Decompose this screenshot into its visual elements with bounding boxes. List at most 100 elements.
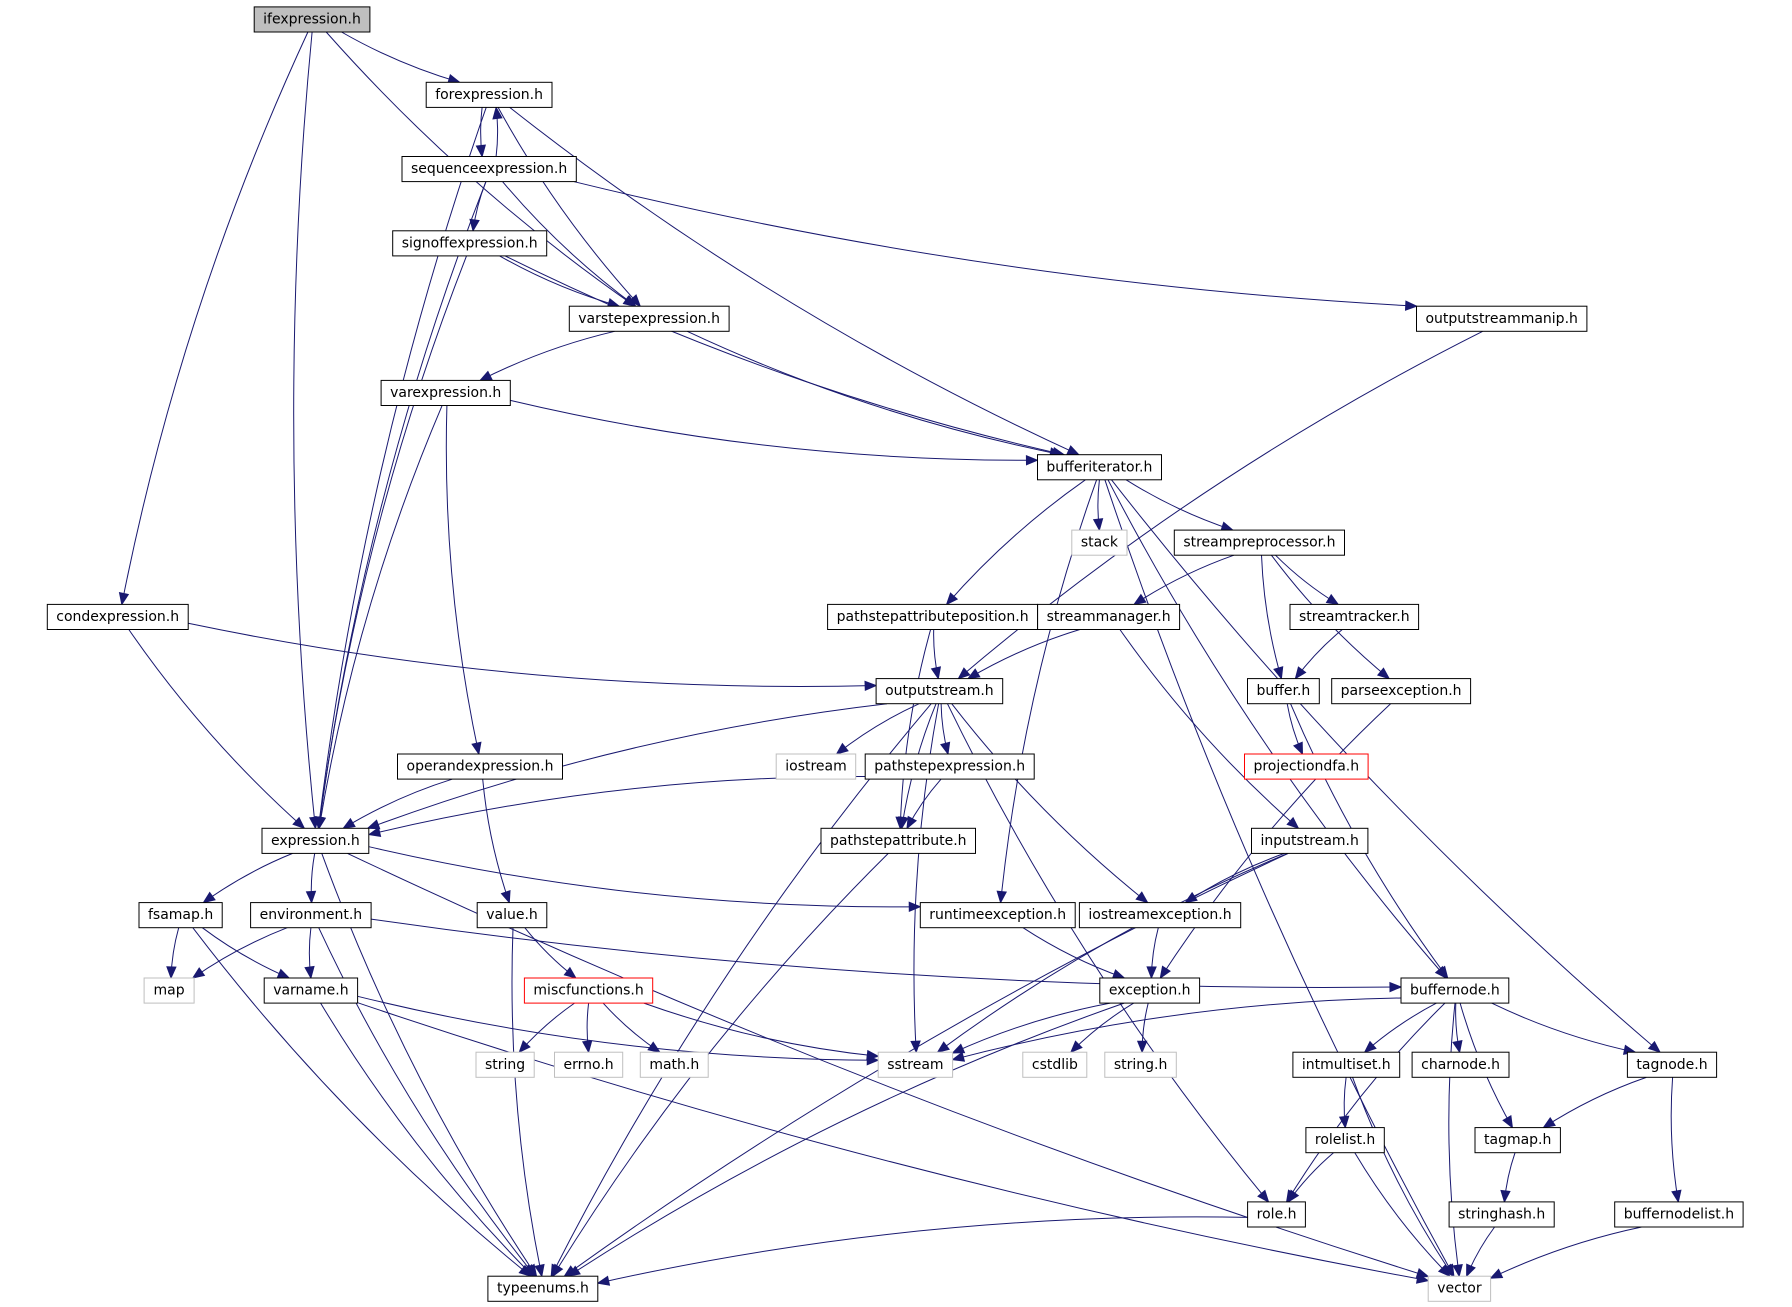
node-bufferiterator[interactable]: bufferiterator.h bbox=[1037, 454, 1162, 481]
node-condexpression[interactable]: condexpression.h bbox=[46, 603, 189, 631]
node-box bbox=[475, 1051, 535, 1078]
node-box bbox=[401, 156, 577, 183]
edge-line bbox=[1490, 1226, 1642, 1279]
node-rolelist[interactable]: rolelist.h bbox=[1305, 1127, 1385, 1154]
node-pathstepattributeposition[interactable]: pathstepattributeposition.h bbox=[827, 603, 1039, 631]
node-stringhash[interactable]: stringhash.h bbox=[1448, 1201, 1555, 1228]
node-outputstream[interactable]: outputstream.h bbox=[875, 678, 1004, 705]
node-pathstepexpression[interactable]: pathstepexpression.h bbox=[864, 753, 1035, 780]
edge-tagmap-to-stringhash bbox=[1500, 1152, 1516, 1204]
edge-arrowhead bbox=[966, 668, 981, 680]
node-iostreamexception[interactable]: iostreamexception.h bbox=[1078, 902, 1242, 929]
edge-arrowhead bbox=[305, 890, 317, 904]
node-buffernodelist[interactable]: buffernodelist.h bbox=[1614, 1201, 1744, 1228]
node-role[interactable]: role.h bbox=[1247, 1201, 1306, 1228]
edge-line bbox=[482, 779, 510, 903]
node-box bbox=[253, 6, 371, 33]
node-parseexception[interactable]: parseexception.h bbox=[1331, 678, 1472, 705]
node-sequenceexpression[interactable]: sequenceexpression.h bbox=[401, 156, 577, 183]
edge-miscfunctions-to-errno bbox=[581, 1003, 593, 1054]
node-label: fsamap.h bbox=[148, 907, 213, 923]
edge-arrowhead bbox=[1069, 1040, 1083, 1054]
node-environment[interactable]: environment.h bbox=[250, 902, 372, 929]
edge-arrowhead bbox=[1146, 966, 1157, 980]
node-signoffexpression[interactable]: signoffexpression.h bbox=[392, 230, 548, 257]
edge-arrowhead bbox=[471, 741, 482, 756]
node-typeenums[interactable]: typeenums.h bbox=[487, 1275, 599, 1302]
node-buffer[interactable]: buffer.h bbox=[1247, 678, 1320, 705]
node-expression[interactable]: expression.h bbox=[261, 827, 370, 854]
node-label: ifexpression.h bbox=[263, 11, 361, 27]
edge-arrowhead bbox=[898, 816, 909, 830]
edge-arrowhead bbox=[908, 901, 922, 913]
edge-line bbox=[341, 31, 460, 83]
edge-expression-to-environment bbox=[305, 853, 317, 904]
node-varstepexpression[interactable]: varstepexpression.h bbox=[568, 305, 730, 332]
node-intmultiset[interactable]: intmultiset.h bbox=[1292, 1051, 1401, 1078]
edge-line bbox=[967, 629, 1081, 680]
edge-line bbox=[497, 107, 641, 307]
node-outputstreammanip[interactable]: outputstreammanip.h bbox=[1416, 305, 1588, 332]
edge-varname-to-typeenums bbox=[320, 1002, 535, 1278]
node-label: forexpression.h bbox=[435, 87, 543, 103]
node-buffernode[interactable]: buffernode.h bbox=[1400, 977, 1510, 1004]
node-box bbox=[864, 753, 1035, 780]
node-box bbox=[568, 305, 730, 332]
edge-arrowhead bbox=[1489, 1268, 1504, 1279]
node-forexpression[interactable]: forexpression.h bbox=[425, 81, 553, 108]
edge-line bbox=[343, 778, 453, 829]
node-runtimeexception[interactable]: runtimeexception.h bbox=[919, 902, 1076, 929]
edge-forexpression-to-sequenceexpression bbox=[475, 107, 486, 158]
edge-arrowhead bbox=[552, 1263, 564, 1278]
node-box bbox=[1626, 1051, 1718, 1078]
node-exception[interactable]: exception.h bbox=[1099, 977, 1201, 1004]
edge-line bbox=[946, 479, 1086, 605]
edge-arrowhead bbox=[469, 218, 480, 233]
node-tagmap[interactable]: tagmap.h bbox=[1474, 1127, 1561, 1154]
edge-streammanager-to-outputstream bbox=[966, 629, 1081, 680]
node-fsamap[interactable]: fsamap.h bbox=[138, 902, 223, 929]
node-streampreprocessor[interactable]: streampreprocessor.h bbox=[1173, 529, 1346, 556]
node-box bbox=[487, 1275, 599, 1302]
edge-pathstepexpression-to-expression bbox=[367, 775, 866, 838]
node-label: outputstreammanip.h bbox=[1425, 311, 1577, 327]
node-varexpression[interactable]: varexpression.h bbox=[380, 379, 511, 406]
node-label: varname.h bbox=[273, 983, 348, 999]
edge-buffer-to-projectiondfa bbox=[1286, 703, 1304, 756]
edge-environment-to-map bbox=[191, 927, 288, 979]
node-box bbox=[1078, 902, 1242, 929]
edge-varexpression-to-operandexpression bbox=[445, 405, 482, 756]
edge-forexpression-to-expression bbox=[314, 107, 487, 830]
edge-streammanager-to-inputstream bbox=[1119, 629, 1300, 830]
node-streammanager[interactable]: streammanager.h bbox=[1037, 603, 1181, 631]
edge-arrowhead bbox=[1294, 666, 1307, 680]
edge-streamtracker-to-buffer bbox=[1294, 629, 1343, 680]
edge-arrowhead bbox=[1025, 455, 1039, 466]
node-ifexpression[interactable]: ifexpression.h bbox=[253, 6, 371, 33]
edge-line bbox=[1543, 1076, 1647, 1129]
node-varname[interactable]: varname.h bbox=[263, 977, 359, 1004]
edge-arrowhead bbox=[492, 106, 503, 120]
node-operandexpression[interactable]: operandexpression.h bbox=[397, 753, 563, 780]
edge-signoffexpression-to-bufferiterator bbox=[504, 255, 1066, 458]
node-streamtracker[interactable]: streamtracker.h bbox=[1289, 603, 1420, 631]
edge-arrowhead bbox=[1437, 1264, 1451, 1278]
edge-arrowhead bbox=[1286, 816, 1300, 830]
node-tagnode[interactable]: tagnode.h bbox=[1626, 1051, 1718, 1078]
edge-arrowhead bbox=[864, 680, 878, 692]
node-box bbox=[476, 902, 548, 929]
edge-bufferiterator-to-vector bbox=[1104, 479, 1455, 1278]
node-miscfunctions[interactable]: miscfunctions.h bbox=[523, 977, 654, 1004]
node-box bbox=[1037, 603, 1181, 631]
node-box bbox=[143, 977, 195, 1004]
node-value[interactable]: value.h bbox=[476, 902, 548, 929]
node-projectiondfa[interactable]: projectiondfa.h bbox=[1244, 753, 1369, 780]
edge-line bbox=[574, 181, 1417, 307]
node-pathstepattribute[interactable]: pathstepattribute.h bbox=[820, 827, 976, 854]
edge-line bbox=[188, 622, 877, 687]
edge-fsamap-to-varname bbox=[202, 927, 291, 979]
node-box bbox=[380, 379, 511, 406]
node-charnode[interactable]: charnode.h bbox=[1411, 1051, 1510, 1078]
node-inputstream[interactable]: inputstream.h bbox=[1251, 827, 1369, 854]
edge-miscfunctions-to-math bbox=[602, 1002, 661, 1053]
